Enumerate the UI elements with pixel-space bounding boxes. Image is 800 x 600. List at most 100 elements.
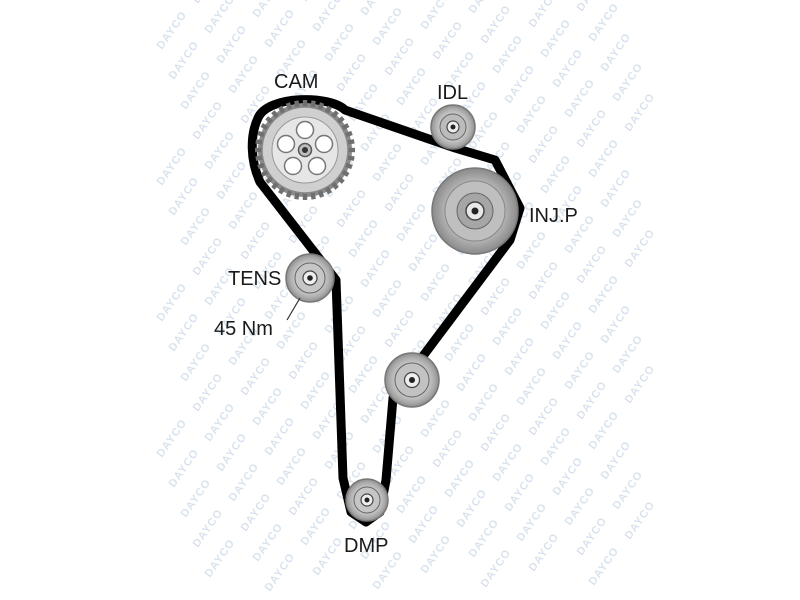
watermark-text: DAYCO — [479, 411, 514, 454]
watermark-text: DAYCO — [623, 91, 658, 134]
watermark-text: DAYCO — [587, 273, 622, 316]
watermark-text: DAYCO — [455, 487, 490, 530]
watermark-text: DAYCO — [587, 137, 622, 180]
watermark-text: DAYCO — [563, 485, 598, 528]
watermark-text: DAYCO — [515, 365, 550, 408]
watermark-text: DAYCO — [251, 521, 286, 564]
watermark-text: DAYCO — [203, 129, 238, 172]
cam-label: CAM — [274, 71, 318, 93]
torque-leader-line — [286, 297, 301, 321]
watermark-text: DAYCO — [383, 307, 418, 350]
watermark-text: DAYCO — [155, 9, 190, 52]
damper-pulley — [345, 478, 389, 522]
watermark-text: DAYCO — [551, 47, 586, 90]
watermark-text: DAYCO — [227, 189, 262, 232]
watermark-text: DAYCO — [527, 395, 562, 438]
watermark-text: DAYCO — [395, 201, 430, 244]
watermark-text: DAYCO — [215, 159, 250, 202]
watermark-text: DAYCO — [515, 501, 550, 544]
watermark-text: DAYCO — [311, 535, 346, 578]
dayco-watermark: DAYCODAYCODAYCODAYCODAYCODAYCODAYCODAYCO… — [155, 0, 658, 594]
watermark-text: DAYCO — [155, 281, 190, 324]
watermark-text: DAYCO — [599, 167, 634, 210]
watermark-text: DAYCO — [491, 305, 526, 348]
watermark-text: DAYCO — [215, 431, 250, 474]
watermark-text: DAYCO — [563, 77, 598, 120]
watermark-text: DAYCO — [611, 61, 646, 104]
watermark-text: DAYCO — [371, 141, 406, 184]
watermark-text: DAYCO — [167, 447, 202, 490]
watermark-text: DAYCO — [167, 39, 202, 82]
watermark-text: DAYCO — [191, 99, 226, 142]
watermark-text: DAYCO — [299, 369, 334, 412]
watermark-text: DAYCO — [551, 455, 586, 498]
watermark-text: DAYCO — [335, 187, 370, 230]
watermark-text: DAYCO — [311, 0, 346, 34]
watermark-text: DAYCO — [371, 5, 406, 48]
watermark-text: DAYCO — [239, 219, 274, 262]
watermark-text: DAYCO — [527, 123, 562, 166]
watermark-text: DAYCO — [539, 17, 574, 60]
watermark-text: DAYCO — [563, 349, 598, 392]
watermark-text: DAYCO — [395, 65, 430, 108]
watermark-text: DAYCO — [587, 1, 622, 44]
watermark-text: DAYCO — [587, 409, 622, 452]
watermark-text: DAYCO — [347, 353, 382, 396]
watermark-text: DAYCO — [587, 545, 622, 588]
watermark-text: DAYCO — [371, 277, 406, 320]
watermark-text: DAYCO — [503, 63, 538, 106]
watermark-text: DAYCO — [623, 363, 658, 406]
watermark-text: DAYCO — [227, 461, 262, 504]
watermark-text: DAYCO — [179, 341, 214, 384]
watermark-text: DAYCO — [431, 19, 466, 62]
torque-label: 45 Nm — [214, 318, 273, 340]
watermark-text: DAYCO — [239, 355, 274, 398]
watermark-text: DAYCO — [179, 477, 214, 520]
watermark-text: DAYCO — [491, 33, 526, 76]
watermark-text: DAYCO — [323, 21, 358, 64]
watermark-text: DAYCO — [179, 205, 214, 248]
watermark-text: DAYCO — [383, 35, 418, 78]
watermark-text: DAYCO — [419, 533, 454, 576]
cam-sprocket — [255, 100, 355, 200]
watermark-text: DAYCO — [575, 515, 610, 558]
watermark-text: DAYCO — [623, 227, 658, 270]
watermark-text: DAYCO — [467, 381, 502, 424]
watermark-text: DAYCO — [191, 371, 226, 414]
watermark-text: DAYCO — [251, 385, 286, 428]
watermark-text: DAYCO — [611, 197, 646, 240]
watermark-text: DAYCO — [539, 425, 574, 468]
watermark-text: DAYCO — [419, 261, 454, 304]
watermark-text: DAYCO — [575, 107, 610, 150]
watermark-text: DAYCO — [239, 491, 274, 534]
watermark-text: DAYCO — [155, 417, 190, 460]
watermark-text: DAYCO — [539, 153, 574, 196]
watermark-text: DAYCO — [275, 309, 310, 352]
watermark-text: DAYCO — [191, 235, 226, 278]
cam-tooth — [347, 147, 355, 153]
watermark-text: DAYCO — [263, 7, 298, 50]
watermark-text: DAYCO — [263, 551, 298, 594]
watermark-text: DAYCO — [167, 311, 202, 354]
watermark-text: DAYCO — [155, 145, 190, 188]
watermark-text: DAYCO — [599, 439, 634, 482]
watermark-text: DAYCO — [191, 507, 226, 550]
watermark-text: DAYCO — [479, 3, 514, 46]
watermark-text: DAYCO — [407, 503, 442, 546]
watermark-text: DAYCO — [419, 0, 454, 32]
watermark-text: DAYCO — [515, 93, 550, 136]
watermark-text: DAYCO — [599, 303, 634, 346]
dmp-label: DMP — [344, 535, 388, 557]
watermark-text: DAYCO — [383, 171, 418, 214]
watermark-text: DAYCO — [479, 547, 514, 590]
watermark-text: DAYCO — [431, 427, 466, 470]
watermark-text: DAYCO — [167, 175, 202, 218]
watermark-text: DAYCO — [227, 53, 262, 96]
watermark-text: DAYCO — [275, 445, 310, 488]
watermark-text: DAYCO — [491, 441, 526, 484]
watermark-text: DAYCO — [395, 473, 430, 516]
watermark-text: DAYCO — [179, 69, 214, 112]
watermark-text: DAYCO — [467, 517, 502, 560]
watermark-text: DAYCO — [575, 379, 610, 422]
